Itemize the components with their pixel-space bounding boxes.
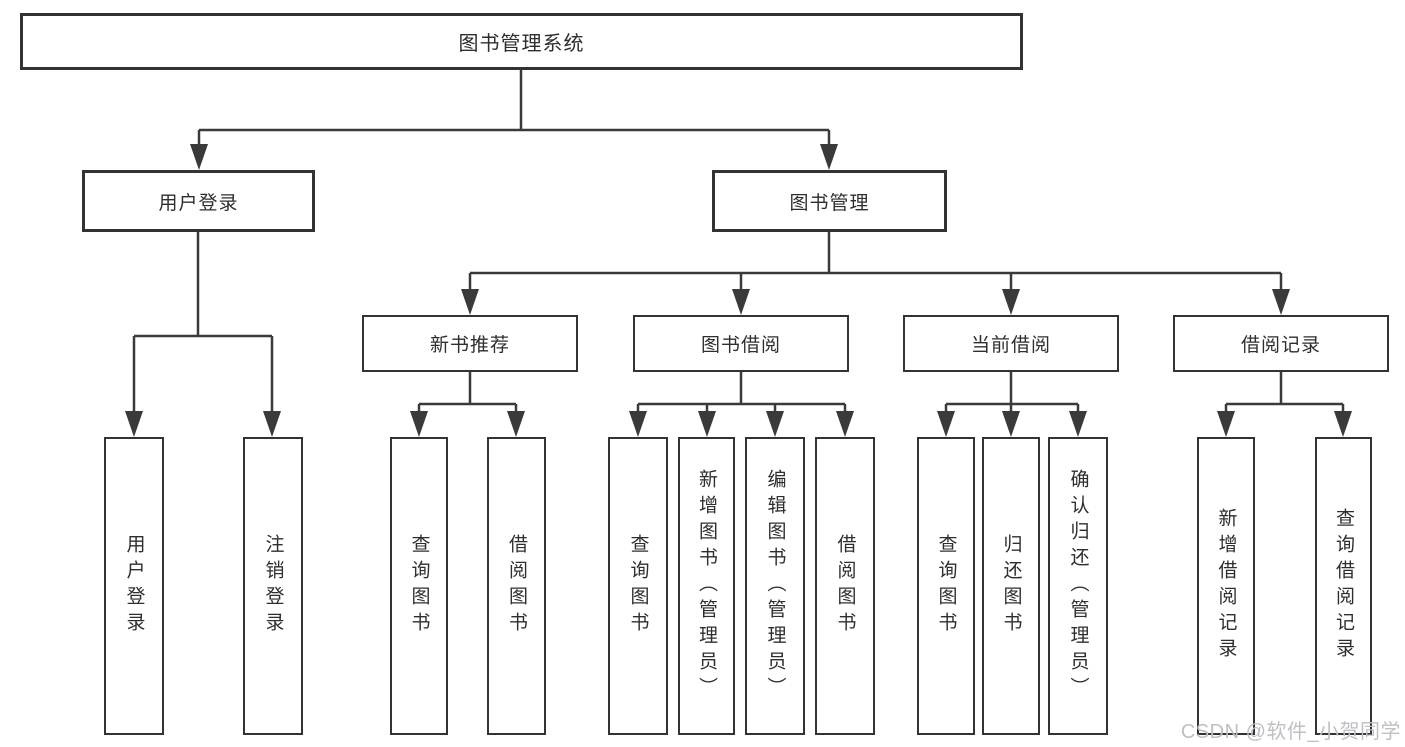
csdn-watermark: CSDN @软件_小贺同学 [1180, 721, 1401, 743]
node-new-book-recommend-label: 新书推荐 [429, 335, 510, 356]
leaf-add-books-admin-label: 新增图书（管理员） [696, 469, 717, 703]
leaf-return-books-label: 归还图书 [1000, 534, 1022, 638]
leaf-query-borrow-record: 查询借阅记录 [1315, 437, 1372, 735]
arrowheads [125, 144, 1352, 437]
leaf-edit-books-admin-label: 编辑图书（管理员） [764, 469, 786, 703]
leaf-logout: 注销登录 [243, 437, 303, 735]
leaf-user-login-label: 用户登录 [123, 534, 145, 638]
leaf-confirm-return-admin-label: 确认归还（管理员） [1067, 469, 1089, 703]
leaf-borrow-books-recommend-label: 借阅图书 [506, 534, 527, 638]
node-book-borrow: 图书借阅 [633, 315, 849, 372]
leaf-query-books-recommend-label: 查询图书 [408, 534, 430, 638]
leaf-user-login: 用户登录 [104, 437, 164, 735]
leaf-borrow-books-label: 借阅图书 [834, 534, 856, 638]
leaf-edit-books-admin: 编辑图书（管理员） [745, 437, 805, 735]
leaf-borrow-books: 借阅图书 [815, 437, 875, 735]
node-user-login-branch-label: 用户登录 [158, 192, 239, 214]
leaf-query-books-borrow-label: 查询图书 [627, 534, 649, 638]
leaf-query-borrow-record-label: 查询借阅记录 [1333, 508, 1354, 664]
node-book-borrow-label: 图书借阅 [700, 335, 781, 356]
leaf-query-books-borrow: 查询图书 [608, 437, 668, 735]
leaf-add-books-admin: 新增图书（管理员） [678, 437, 735, 735]
leaf-return-books: 归还图书 [982, 437, 1040, 735]
node-borrow-records-label: 借阅记录 [1240, 335, 1321, 356]
node-root-system: 图书管理系统 [20, 13, 1023, 70]
node-current-borrow: 当前借阅 [903, 315, 1119, 372]
leaf-add-borrow-record-label: 新增借阅记录 [1215, 508, 1237, 664]
leaf-add-borrow-record: 新增借阅记录 [1197, 437, 1255, 735]
leaf-borrow-books-recommend: 借阅图书 [487, 437, 546, 735]
node-root-system-label: 图书管理系统 [458, 33, 585, 55]
leaf-logout-label: 注销登录 [262, 534, 284, 638]
leaf-confirm-return-admin: 确认归还（管理员） [1048, 437, 1108, 735]
node-current-borrow-label: 当前借阅 [970, 335, 1051, 356]
node-user-login-branch: 用户登录 [82, 170, 315, 232]
node-borrow-records: 借阅记录 [1173, 315, 1389, 372]
node-new-book-recommend: 新书推荐 [362, 315, 578, 372]
node-book-management-branch-label: 图书管理 [789, 192, 870, 214]
node-book-management-branch: 图书管理 [712, 170, 947, 232]
leaf-query-books-current-label: 查询图书 [935, 534, 957, 638]
leaf-query-books-recommend: 查询图书 [390, 437, 448, 735]
leaf-query-books-current: 查询图书 [917, 437, 975, 735]
